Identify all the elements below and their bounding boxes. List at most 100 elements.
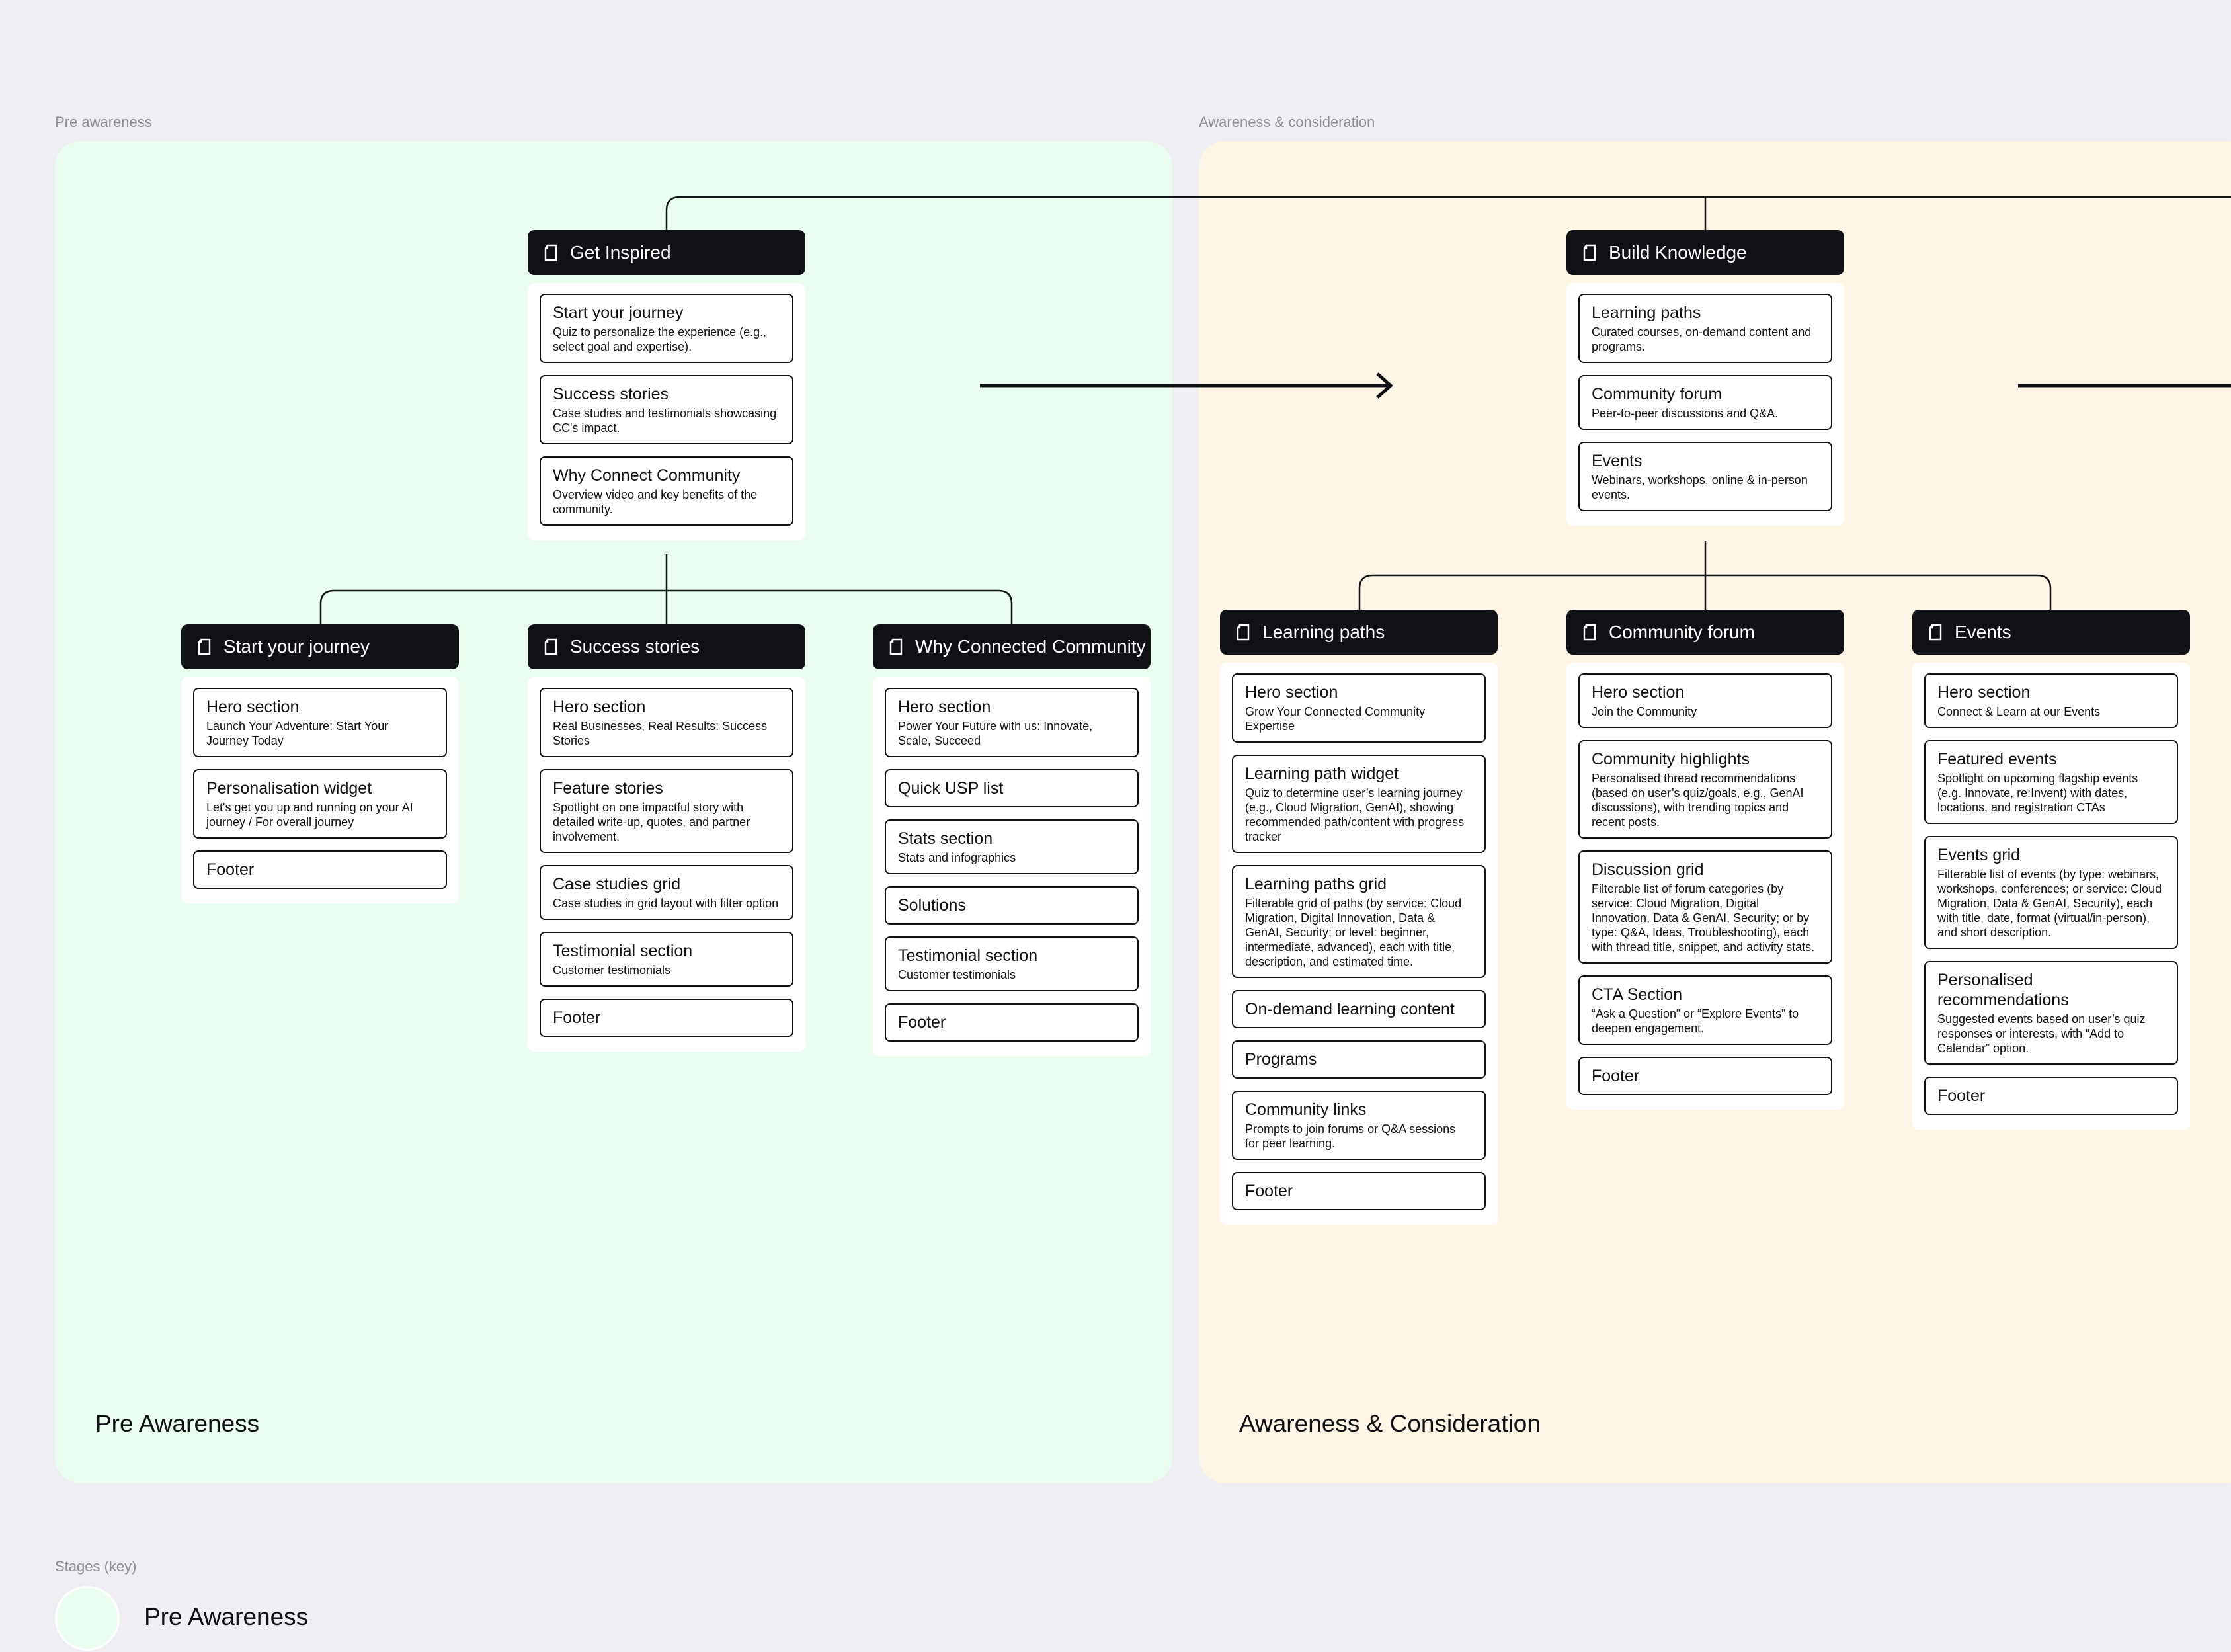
node-title: Start your journey xyxy=(223,636,370,657)
card-title: Hero section xyxy=(898,698,991,716)
node-header[interactable]: Community forum xyxy=(1566,610,1844,655)
card-desc: Power Your Future with us: Innovate, Sca… xyxy=(898,720,1093,747)
card-desc: Webinars, workshops, online & in-person … xyxy=(1592,474,1808,501)
page-icon xyxy=(197,638,212,655)
card-title: Discussion grid xyxy=(1592,860,1704,879)
card[interactable]: CTA Section“Ask a Question” or “Explore … xyxy=(1578,975,1832,1045)
card-title: Featured events xyxy=(1937,750,2057,768)
card[interactable]: Footer xyxy=(1924,1077,2178,1115)
card-title: Case studies grid xyxy=(553,875,681,893)
card-title: Solutions xyxy=(898,896,966,915)
card[interactable]: Quick USP list xyxy=(885,769,1139,807)
card-title: Stats section xyxy=(898,829,993,848)
card-title: Personalisation widget xyxy=(206,779,372,798)
page-icon xyxy=(1582,624,1597,641)
card-title: Start your journey xyxy=(553,304,684,322)
card[interactable]: On-demand learning content xyxy=(1232,990,1486,1028)
legend-swatch-pre-awareness xyxy=(55,1586,120,1651)
page-icon xyxy=(1582,244,1597,261)
node-header[interactable]: Success stories xyxy=(528,624,805,669)
node-title: Build Knowledge xyxy=(1609,242,1747,263)
card-title: CTA Section xyxy=(1592,985,1683,1004)
card-desc: Spotlight on one impactful story with de… xyxy=(553,801,750,843)
card-title: Footer xyxy=(553,1009,601,1027)
node-title: Success stories xyxy=(570,636,700,657)
node-header[interactable]: Start your journey xyxy=(181,624,459,669)
card-title: Events xyxy=(1592,452,1643,470)
page-icon xyxy=(544,244,558,261)
card-desc: Case studies and testimonials showcasing… xyxy=(553,407,777,434)
card[interactable]: Footer xyxy=(1578,1057,1832,1095)
card[interactable]: Footer xyxy=(193,850,447,889)
card[interactable]: Solutions xyxy=(885,886,1139,925)
card-title: Community highlights xyxy=(1592,750,1750,768)
card-title: Footer xyxy=(1592,1067,1640,1085)
card[interactable]: Footer xyxy=(540,999,793,1037)
card[interactable]: Footer xyxy=(885,1003,1139,1042)
node-header[interactable]: Events xyxy=(1912,610,2190,655)
card-desc: Grow Your Connected Community Expertise xyxy=(1245,705,1426,733)
frame-label-awareness: Awareness & consideration xyxy=(1199,114,1375,130)
card-desc: Customer testimonials xyxy=(898,968,1016,981)
node-header[interactable]: Build Knowledge xyxy=(1566,230,1844,275)
card-title: Hero section xyxy=(1245,683,1338,702)
node-header[interactable]: Why Connected Community xyxy=(873,624,1151,669)
card-desc: Peer-to-peer discussions and Q&A. xyxy=(1592,407,1779,420)
card-title: Quick USP list xyxy=(898,779,1004,798)
card-title: Footer xyxy=(1245,1182,1293,1200)
page-icon xyxy=(1236,624,1250,641)
region-title-pre-awareness: Pre Awareness xyxy=(95,1410,260,1437)
card-title: Learning path widget xyxy=(1245,764,1399,783)
card-title: Hero section xyxy=(1937,683,2031,702)
card-desc: Stats and infographics xyxy=(898,851,1016,864)
region-title-awareness: Awareness & Consideration xyxy=(1239,1410,1541,1437)
node-header[interactable]: Get Inspired xyxy=(528,230,805,275)
card-title: Learning paths xyxy=(1592,304,1701,322)
card[interactable]: Programs xyxy=(1232,1040,1486,1079)
card-desc: Quiz to personalize the experience (e.g.… xyxy=(553,325,767,353)
page-icon xyxy=(1928,624,1943,641)
node-header[interactable]: Learning paths xyxy=(1220,610,1498,655)
card-title: Programs xyxy=(1245,1050,1317,1069)
card-title: Community links xyxy=(1245,1100,1367,1119)
card[interactable]: Footer xyxy=(1232,1172,1486,1210)
